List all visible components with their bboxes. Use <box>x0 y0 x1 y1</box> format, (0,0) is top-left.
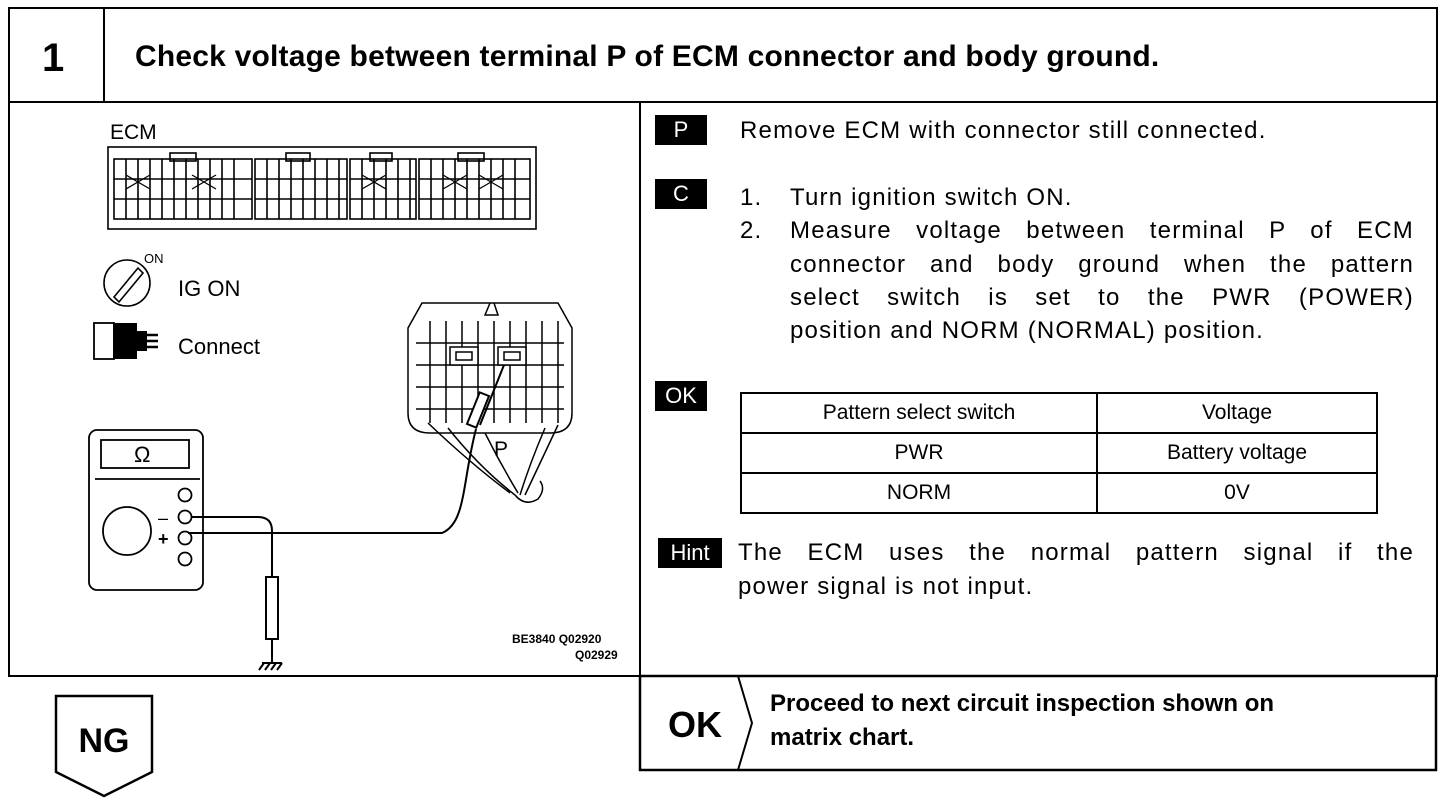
check-step-2-line-3: select switch is set to the PWR (POWER) <box>790 284 1414 311</box>
check-step-2-num: 2. <box>740 217 763 244</box>
ecm-connector-illustration <box>107 146 537 230</box>
step-number-divider <box>103 7 105 103</box>
table-header-cell: Voltage <box>1096 392 1378 434</box>
connector-closeup <box>407 302 573 503</box>
ignition-switch-icon <box>103 259 151 307</box>
reference-code-1: BE3840 Q02920 <box>512 632 602 646</box>
check-tag: C <box>655 179 707 209</box>
step-title: Check voltage between terminal P of ECM … <box>135 40 1160 73</box>
ok-result-box <box>638 674 1438 772</box>
check-step-1-num: 1. <box>740 184 763 211</box>
voltage-spec-table: Pattern select switch Voltage PWR Batter… <box>740 392 1378 514</box>
table-cell: 0V <box>1096 472 1378 514</box>
step-number: 1 <box>42 36 65 80</box>
table-row: NORM 0V <box>740 472 1378 514</box>
prep-text: Remove ECM with connector still connecte… <box>740 117 1267 144</box>
ig-on-label: IG ON <box>178 276 240 301</box>
connect-label: Connect <box>178 334 260 359</box>
ng-label: NG <box>78 722 130 760</box>
terminal-p-label: P <box>494 438 508 461</box>
wiring-diagram: ECM ON IG ON Connect P <box>88 121 618 671</box>
ecm-label: ECM <box>110 121 157 144</box>
ng-arrow-box <box>54 694 154 798</box>
hint-tag: Hint <box>658 538 722 568</box>
reference-code-2: Q02929 <box>575 648 618 662</box>
check-step-2-line-2: connector and body ground when the patte… <box>790 251 1414 278</box>
table-cell: PWR <box>740 432 1098 474</box>
ok-result-line-1: Proceed to next circuit inspection shown… <box>770 690 1275 717</box>
connector-icon <box>93 322 158 360</box>
hint-line-1: The ECM uses the normal pattern signal i… <box>738 539 1414 566</box>
multimeter-illustration <box>88 429 204 591</box>
hint-line-2: power signal is not input. <box>738 573 1034 600</box>
table-cell: Battery voltage <box>1096 432 1378 474</box>
column-divider <box>639 101 641 677</box>
ground-lead <box>191 516 283 671</box>
probe-lead <box>188 364 505 534</box>
ohm-symbol: Ω <box>134 442 150 467</box>
check-step-2-line-1: Measure voltage between terminal P of EC… <box>790 217 1414 244</box>
ok-result-label: OK <box>668 704 722 745</box>
check-step-2-line-4: position and NORM (NORMAL) position. <box>790 317 1265 344</box>
table-header-cell: Pattern select switch <box>740 392 1098 434</box>
table-cell: NORM <box>740 472 1098 514</box>
ok-result-line-2: matrix chart. <box>770 724 915 751</box>
minus-terminal-label: – <box>158 508 168 528</box>
table-row: PWR Battery voltage <box>740 432 1378 474</box>
check-step-1-text: Turn ignition switch ON. <box>790 184 1073 211</box>
table-header-row: Pattern select switch Voltage <box>740 392 1378 434</box>
prep-tag: P <box>655 115 707 145</box>
ok-tag: OK <box>655 381 707 411</box>
ignition-on-label: ON <box>144 251 164 266</box>
plus-terminal-label: + <box>158 529 169 549</box>
